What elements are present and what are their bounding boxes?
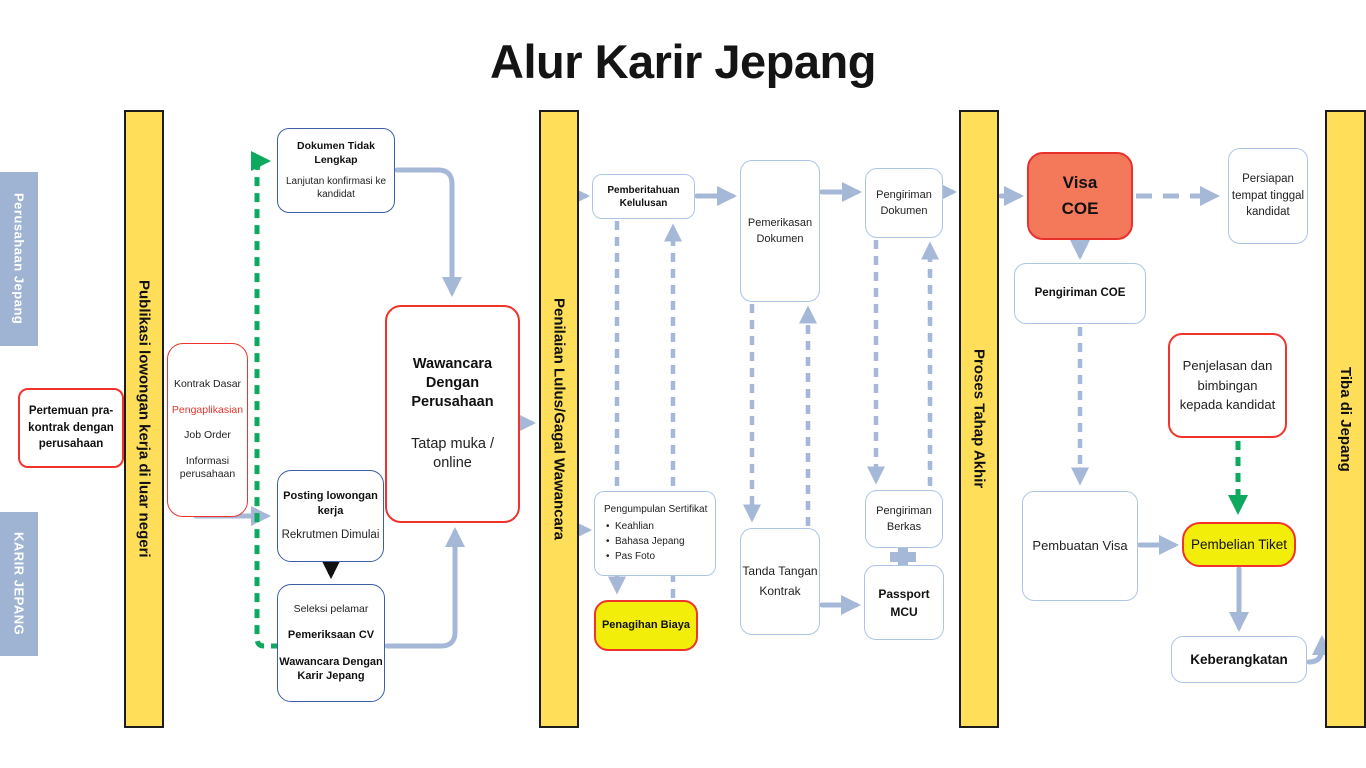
node-kontrak-dasar: Kontrak Dasar Pengaplikasian Job Order I… [167, 343, 248, 517]
penjelasan-label: Penjelasan dan bimbingan kepada kandidat [1179, 358, 1276, 413]
node-wawancara-perusahaan: Wawancara Dengan Perusahaan Tatap muka /… [385, 305, 520, 523]
node-pembuatan-visa: Pembuatan Visa [1022, 491, 1138, 601]
side-label-perusahaan: Perusahaan Jepang [0, 172, 38, 346]
node-tanda-tangan-kontrak: Tanda Tangan Kontrak [740, 528, 820, 635]
pengumpulan-item: Keahlian [604, 519, 685, 534]
node-pemerikasan-dokumen: Pemerikasan Dokumen [740, 160, 820, 302]
dokumen-title: Dokumen Tidak Lengkap [297, 139, 375, 166]
node-pembelian-tiket: Pembelian Tiket [1182, 522, 1296, 567]
wawancara-title: Wawancara Dengan Perusahaan [411, 355, 494, 410]
arrow-dokumen-to-wawancara [394, 167, 462, 297]
side-label-karir-text: KARIR JEPANG [11, 532, 27, 636]
node-persiapan-tempat-tinggal: Persiapan tempat tinggal kandidat [1228, 148, 1308, 244]
seleksi-line-2: Pemeriksaan CV [287, 629, 375, 642]
pemerikasan-label: Pemerikasan Dokumen [747, 216, 813, 246]
node-keberangkatan: Keberangkatan [1171, 636, 1307, 683]
pengiriman-dokumen-label: Pengiriman Dokumen [876, 188, 932, 218]
wawancara-body: Tatap muka / online [410, 436, 494, 472]
kontrak-line-3: Job Order [184, 429, 231, 442]
visa-line-2: COE [1061, 198, 1099, 218]
pengiriman-berkas-label: Pengiriman Berkas [876, 504, 932, 534]
dokumen-body: Lanjutan konfirmasi ke kandidat [285, 176, 387, 201]
node-visa-coe: Visa COE [1027, 152, 1133, 240]
lane-proses: Proses Tahap Akhir [959, 110, 999, 728]
lane-proses-label: Proses Tahap Akhir [970, 349, 988, 489]
node-pengiriman-dokumen: Pengiriman Dokumen [865, 168, 943, 238]
lane-tiba: Tiba di Jepang [1325, 110, 1366, 728]
pengumpulan-item: Pas Foto [604, 549, 685, 564]
side-label-karir: KARIR JEPANG [0, 512, 38, 656]
keberangkatan-label: Keberangkatan [1190, 651, 1288, 667]
node-pengiriman-coe: Pengiriman COE [1014, 263, 1146, 324]
pembuatan-visa-label: Pembuatan Visa [1032, 537, 1128, 553]
seleksi-line-3: Wawancara Dengan Karir Jepang [279, 655, 383, 682]
node-passport-mcu: Passport MCU [864, 565, 944, 640]
persiapan-label: Persiapan tempat tinggal kandidat [1231, 172, 1305, 219]
penagihan-label: Penagihan Biaya [601, 619, 691, 632]
lane-penilaian-label: Penilaian Lulus/Gagal Wawancara [550, 297, 568, 541]
node-penagihan-biaya: Penagihan Biaya [594, 600, 698, 651]
kontrak-line-2: Pengaplikasian [171, 403, 244, 416]
node-pengiriman-berkas: Pengiriman Berkas [865, 490, 943, 548]
lane-publikasi-label: Publikasi lowongan kerja di luar negeri [135, 280, 153, 558]
arrow-keberangkatan-to-tiba-lane [1306, 635, 1332, 665]
pengumpulan-item: Bahasa Jepang [604, 534, 685, 549]
node-pemberitahuan-kelulusan: Pemberitahuan Kelulusan [592, 174, 695, 219]
lane-publikasi: Publikasi lowongan kerja di luar negeri [124, 110, 164, 728]
node-pertemuan-pra-kontrak: Pertemuan pra-kontrak dengan perusahaan [18, 388, 124, 468]
arrow-seleksi-to-wawancara [384, 527, 465, 649]
kontrak-line-4: Informasi perusahaan [179, 454, 236, 481]
pengiriman-coe-label: Pengiriman COE [1034, 287, 1126, 300]
kontrak-line-1: Kontrak Dasar [173, 377, 242, 390]
visa-line-1: Visa [1062, 173, 1098, 193]
posting-title: Posting lowongan kerja [283, 490, 378, 517]
passport-label: Passport MCU [878, 586, 930, 619]
lane-tiba-label: Tiba di Jepang [1337, 366, 1354, 472]
node-seleksi-pelamar: Seleksi pelamar Pemeriksaan CV Wawancara… [277, 584, 385, 702]
node-dokumen-tidak-lengkap: Dokumen Tidak Lengkap Lanjutan konfirmas… [277, 128, 395, 213]
green-seleksi-to-dokumen [250, 151, 280, 649]
lane-penilaian: Penilaian Lulus/Gagal Wawancara [539, 110, 579, 728]
pembelian-label: Pembelian Tiket [1190, 536, 1288, 552]
pemberitahuan-label: Pemberitahuan Kelulusan [607, 184, 680, 209]
node-pertemuan-label: Pertemuan pra-kontrak dengan perusahaan [28, 404, 114, 451]
page-title: Alur Karir Jepang [490, 35, 876, 88]
node-penjelasan-bimbingan: Penjelasan dan bimbingan kepada kandidat [1168, 333, 1287, 438]
posting-body: Rekrutmen Dimulai [281, 528, 380, 541]
tanda-label: Tanda Tangan Kontrak [742, 564, 818, 598]
node-posting-lowongan: Posting lowongan kerja Rekrutmen Dimulai [277, 470, 384, 562]
node-pengumpulan-sertifikat: Pengumpulan Sertifikat Keahlian Bahasa J… [594, 491, 716, 576]
seleksi-line-1: Seleksi pelamar [293, 602, 369, 615]
pengumpulan-list: Keahlian Bahasa Jepang Pas Foto [604, 519, 685, 564]
side-label-perusahaan-text: Perusahaan Jepang [11, 193, 27, 325]
pengumpulan-title: Pengumpulan Sertifikat [604, 504, 708, 515]
